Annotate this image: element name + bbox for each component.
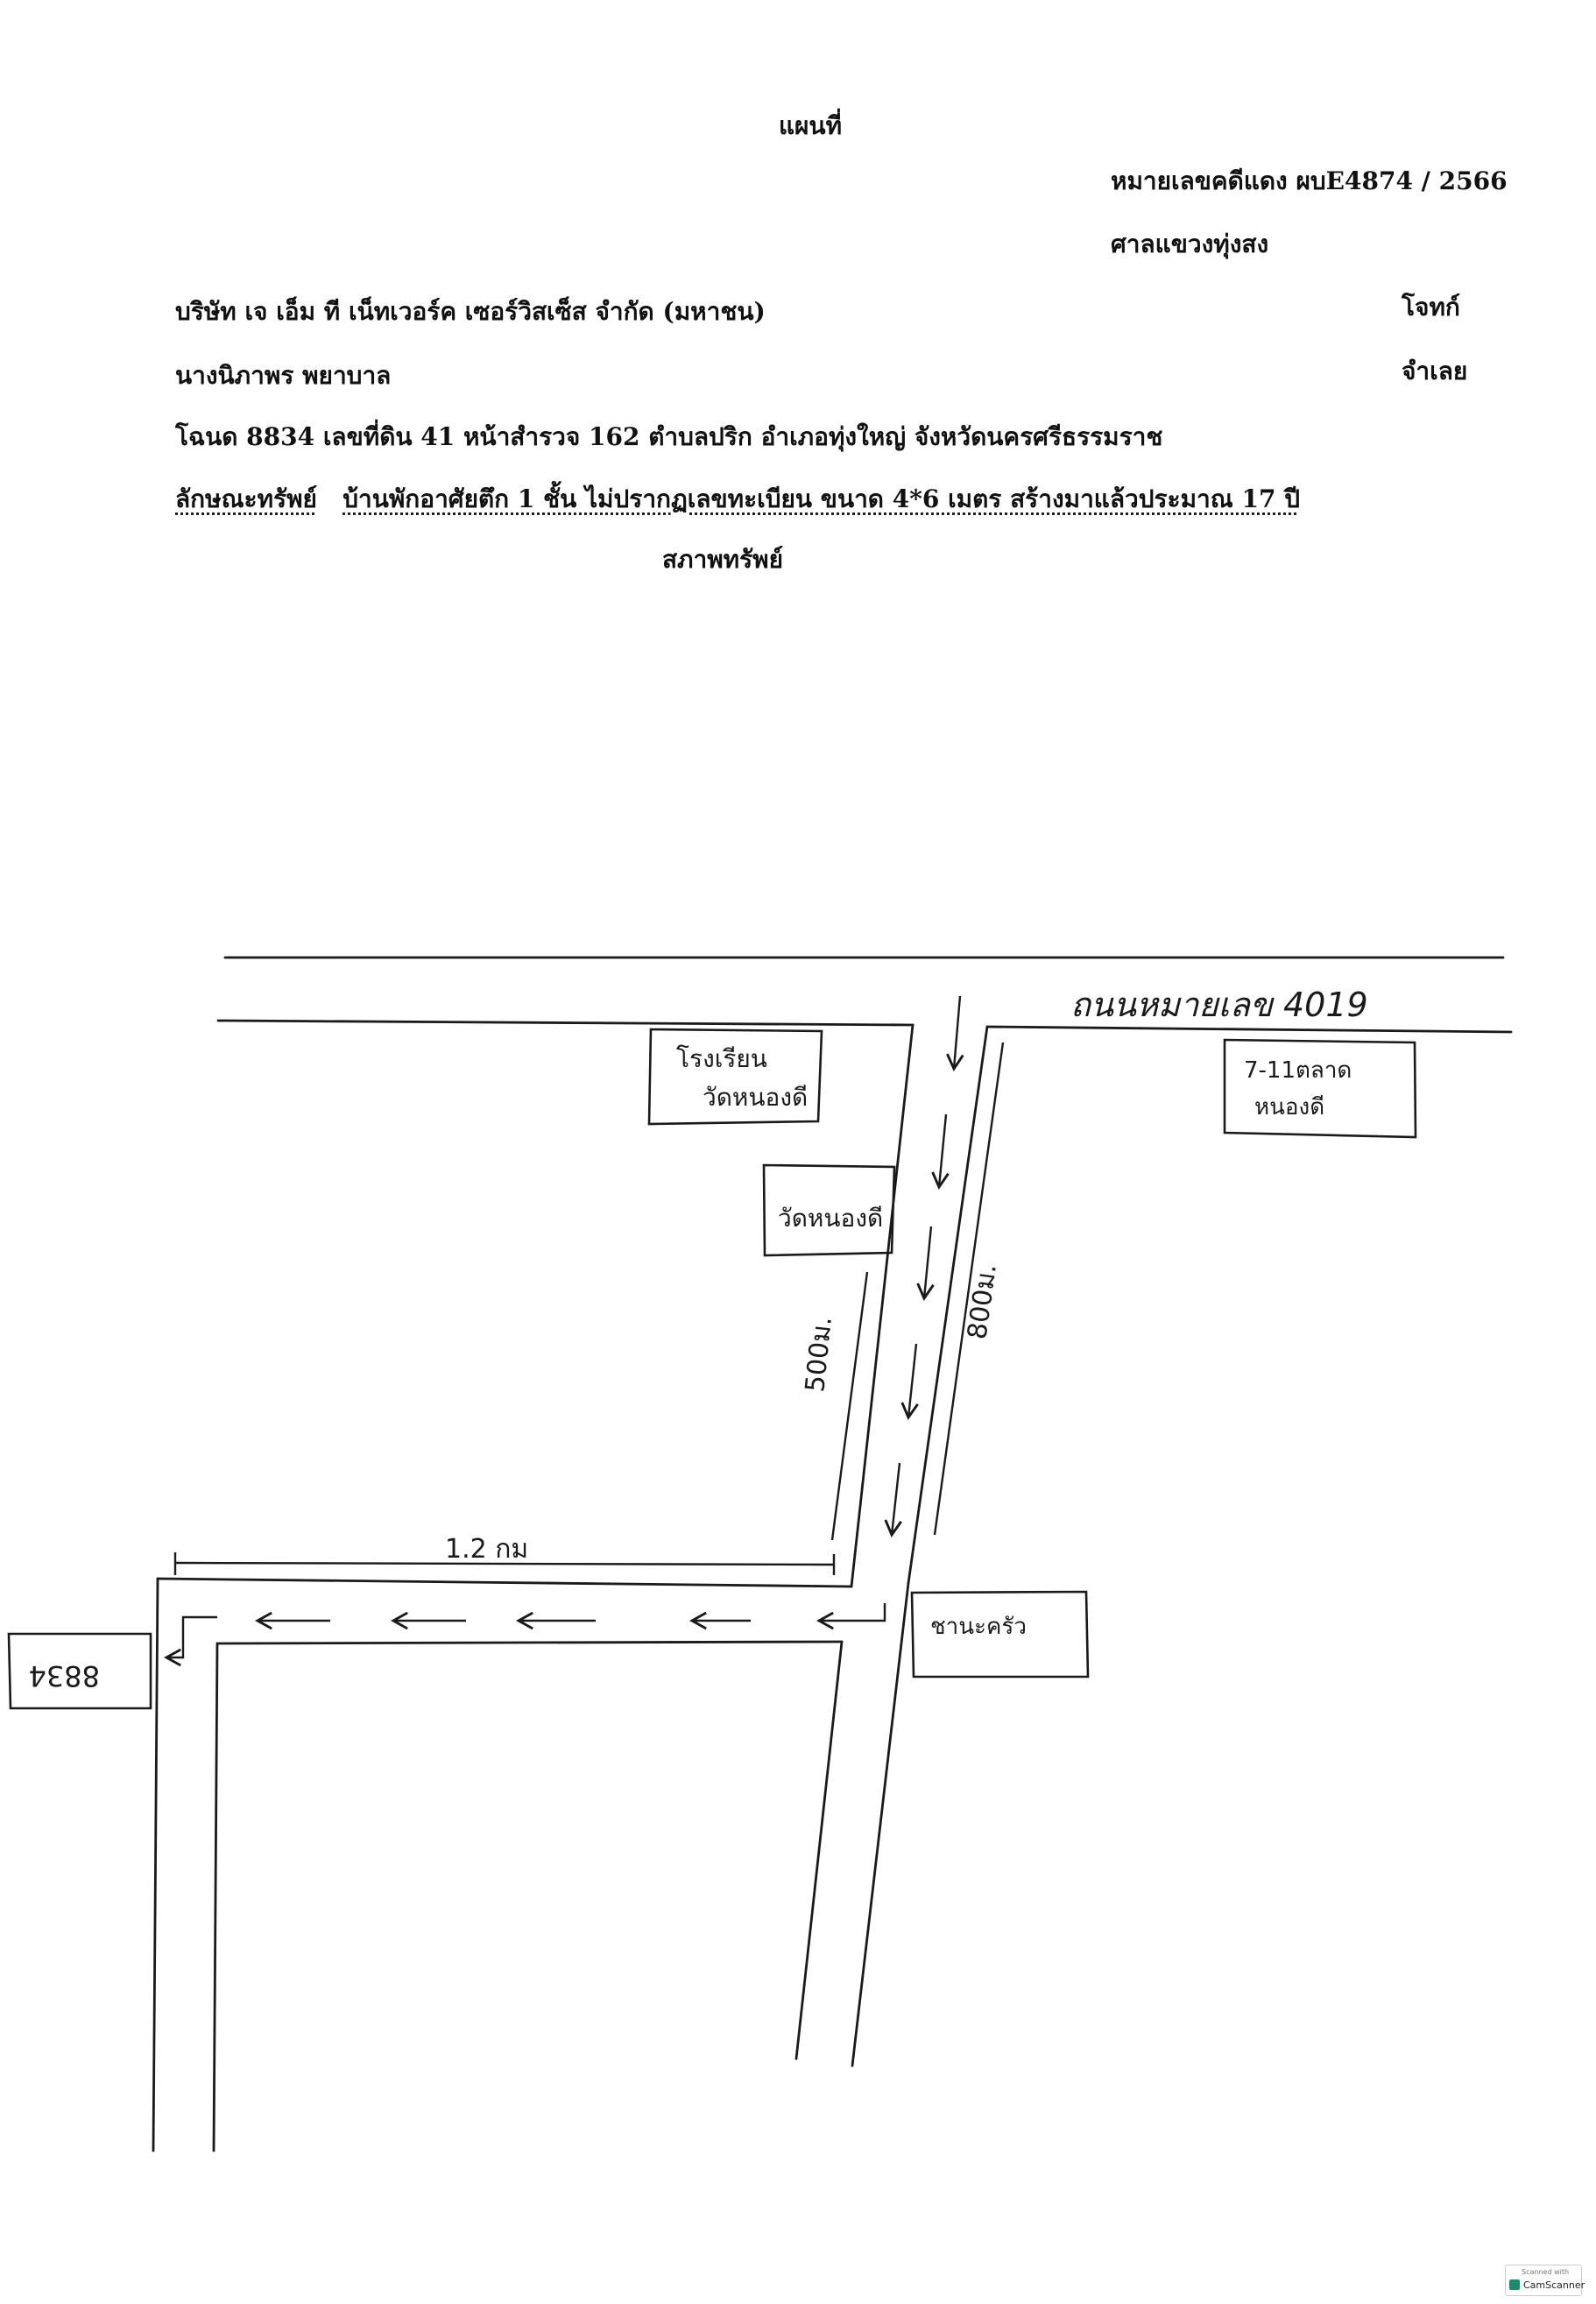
temple-box bbox=[762, 1163, 896, 1257]
shop-label: ชานะครัว bbox=[930, 1614, 1027, 1640]
case-number: หมายเลขคดีแดง ผบE4874 / 2566 bbox=[1111, 166, 1508, 195]
highway-bottom-edge-left bbox=[216, 1019, 915, 1027]
arrow-turn-parcel bbox=[164, 1615, 217, 1667]
camscanner-name: CamScanner bbox=[1523, 2279, 1585, 2291]
lane-top-edge bbox=[156, 1577, 853, 1588]
shop-box bbox=[910, 1590, 1090, 1679]
school-label-line-2: วัดหนองดี bbox=[703, 1083, 808, 1112]
arrow-left-1 bbox=[816, 1603, 886, 1630]
side-road-right-edge bbox=[907, 1025, 989, 1585]
arrow-down-5 bbox=[884, 1462, 902, 1537]
lower-road-right-edge bbox=[851, 1581, 910, 2067]
description-value: บ้านพักอาศัยตึก 1 ชั้น ไม่ปรากฏเลขทะเบีย… bbox=[343, 484, 1300, 513]
court-name: ศาลแขวงทุ่งสง bbox=[1111, 230, 1269, 258]
dimension-line-left bbox=[830, 1271, 869, 1541]
defendant-name: นางนิภาพร พยาบาล bbox=[175, 361, 392, 390]
arrow-down-2 bbox=[931, 1113, 950, 1190]
dist-label-bottom: 1.2 กม bbox=[445, 1534, 528, 1565]
scanned-with-text: Scanned with bbox=[1522, 2268, 1570, 2276]
dimension-line-bottom bbox=[174, 1561, 835, 1566]
lane-inner-left-edge bbox=[212, 1642, 219, 2152]
description-label: ลักษณะทรัพย์ bbox=[175, 484, 317, 513]
plaintiff-name: บริษัท เจ เอ็ม ที เน็ทเวอร์ค เซอร์วิสเซ็… bbox=[175, 297, 766, 326]
lower-road-left-edge bbox=[794, 1640, 844, 2060]
store-label-line-2: หนองดี bbox=[1254, 1094, 1324, 1120]
deed-line: โฉนด 8834 เลขที่ดิน 41 หน้าสำรวจ 162 ตำบ… bbox=[175, 422, 1163, 451]
condition-label: สภาพทรัพย์ bbox=[661, 545, 784, 574]
lane-left-edge bbox=[152, 1577, 159, 2152]
dist-label-left: 500ม. bbox=[800, 1315, 838, 1394]
parcel-label: 8834 bbox=[29, 1659, 100, 1693]
store-box bbox=[1223, 1038, 1417, 1139]
page-title: แผนที่ bbox=[778, 111, 843, 140]
camscanner-logo-icon bbox=[1509, 2279, 1520, 2290]
camscanner-badge: Scanned with CamScanner bbox=[1505, 2265, 1585, 2296]
school-box bbox=[647, 1028, 823, 1126]
arrow-down-1 bbox=[946, 995, 964, 1071]
school-label-line-1: โรงเรียน bbox=[676, 1044, 767, 1073]
road-label: ถนนหมายเลข 4019 bbox=[1070, 986, 1368, 1024]
parcel-box bbox=[7, 1632, 152, 1710]
arrow-down-3 bbox=[916, 1226, 935, 1301]
temple-label: วัดหนองดี bbox=[778, 1204, 883, 1233]
property-description: ลักษณะทรัพย์ บ้านพักอาศัยตึก 1 ชั้น ไม่ป… bbox=[175, 487, 1300, 512]
lane-bottom-edge bbox=[215, 1640, 844, 1645]
arrow-down-4 bbox=[900, 1343, 919, 1420]
dimension-line-right bbox=[933, 1042, 1005, 1536]
side-road-left-edge bbox=[850, 1023, 915, 1588]
highway-bottom-edge-right bbox=[985, 1025, 1513, 1034]
location-map: ถนนหมายเลข 4019 โรงเรียน วัดหนองดี วัดหน… bbox=[7, 956, 1513, 2152]
dist-label-right: 800ม. bbox=[962, 1262, 1003, 1342]
defendant-role: จำเลย bbox=[1402, 357, 1468, 385]
store-label-line-1: 7-11ตลาด bbox=[1244, 1057, 1352, 1084]
plaintiff-role: โจทก์ bbox=[1402, 293, 1460, 322]
